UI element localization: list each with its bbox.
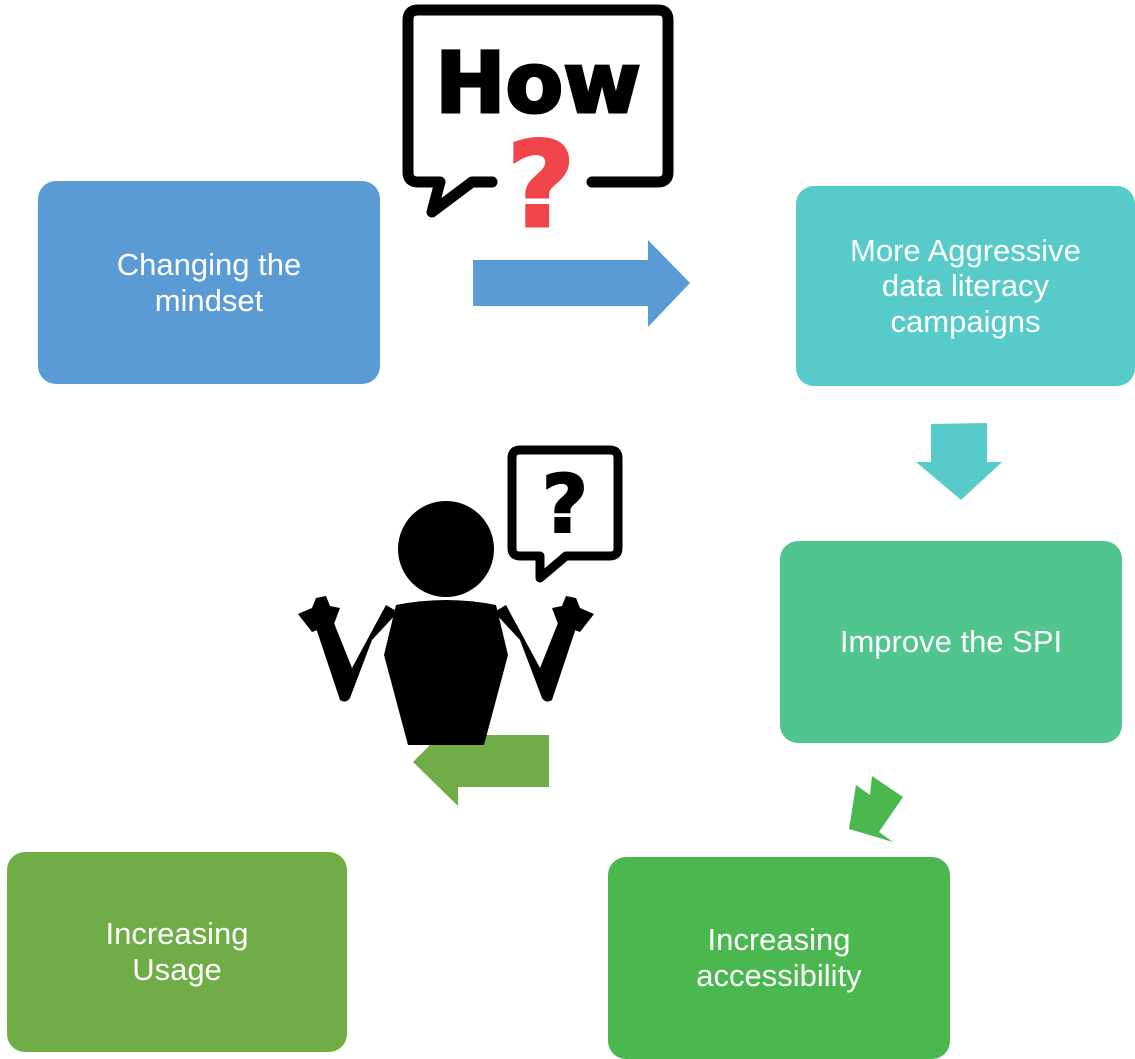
person-right-arm [494,605,576,702]
step-label: Improve the SPI [839,624,1063,660]
how-question-mark: ? [507,116,575,254]
person-left-arm [316,605,398,702]
step-label: Increasing accessibility [696,922,862,993]
step-box-data-literacy-campaigns: More Aggressive data literacy campaigns [796,186,1135,386]
how-word: How [435,34,641,132]
person-head [398,501,494,597]
step-box-increasing-accessibility: Increasing accessibility [608,857,950,1059]
step-label: Changing the mindset [116,246,302,318]
step-label: Increasing Usage [105,916,249,987]
bubble-question-mark: ? [542,458,588,551]
step-label: More Aggressive data literacy campaigns [850,232,1081,339]
arrow-down-left-icon [849,776,903,842]
arrow-right-icon [473,240,690,327]
confused-person-icon: ? [298,445,623,745]
person-left-hand [298,596,340,632]
arrow-down-icon [916,423,1002,500]
step-box-changing-mindset: Changing the mindset [38,181,380,384]
step-box-increasing-usage: Increasing Usage [7,852,347,1052]
person-right-hand [552,596,594,632]
person-torso [384,600,508,745]
how-speech-bubble-icon: How ? [402,4,674,256]
step-box-improve-spi: Improve the SPI [780,541,1122,743]
question-bubble-icon: ? [507,445,623,583]
